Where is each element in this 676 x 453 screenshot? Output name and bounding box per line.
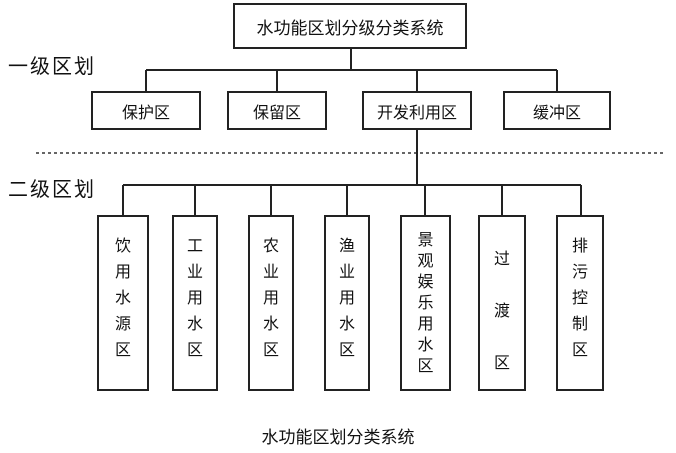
- level2-char: 区: [338, 340, 355, 359]
- level2-char: 观: [417, 251, 434, 270]
- level2-char: 水: [417, 335, 434, 354]
- level2-char: 水: [262, 314, 279, 333]
- level2-char: 源: [114, 314, 131, 333]
- level2-char: 区: [262, 340, 279, 359]
- level2-char: 区: [493, 353, 510, 372]
- level2-char: 排: [571, 236, 588, 255]
- level1-box-protection: 保护区: [91, 91, 201, 130]
- level1-label-buffer: 缓冲区: [532, 102, 581, 122]
- level2-char: 水: [338, 314, 355, 333]
- level2-char: 制: [571, 314, 588, 333]
- level2-char: 景: [417, 230, 434, 249]
- level1-box-reserve: 保留区: [227, 91, 327, 130]
- level2-char: 用: [186, 288, 203, 307]
- level1-box-buffer: 缓冲区: [503, 91, 611, 130]
- level2-char: 区: [114, 340, 131, 359]
- level2-char: 业: [338, 262, 355, 281]
- level1-label-reserve: 保留区: [252, 102, 301, 122]
- level2-char: 用: [417, 314, 434, 333]
- level2-char: 用: [114, 262, 131, 281]
- level2-char: 区: [186, 340, 203, 359]
- level2-box-industrial-water: 工 业 用 水 区: [172, 215, 218, 391]
- level2-char: 工: [186, 236, 203, 255]
- level2-char: 业: [262, 262, 279, 281]
- level2-char: 用: [338, 288, 355, 307]
- level2-char: 水: [186, 314, 203, 333]
- level2-box-sewage-control: 排 污 控 制 区: [556, 215, 604, 391]
- level2-box-transition: 过 渡 区: [478, 215, 526, 391]
- diagram-title-box: 水功能区划分级分类系统: [233, 3, 467, 49]
- diagram-title: 水功能区划分级分类系统: [256, 18, 444, 39]
- level2-char: 控: [571, 288, 588, 307]
- level2-char: 水: [114, 288, 131, 307]
- level2-char: 渔: [338, 236, 355, 255]
- level2-char: 渡: [493, 301, 510, 320]
- level2-box-fishery-water: 渔 业 用 水 区: [324, 215, 370, 391]
- level2-char: 污: [571, 262, 588, 281]
- level2-char: 乐: [417, 293, 434, 312]
- level2-box-agricultural-water: 农 业 用 水 区: [248, 215, 294, 391]
- level2-char: 过: [493, 249, 510, 268]
- level2-box-drinking-water: 饮 用 水 源 区: [97, 215, 149, 391]
- level1-label: 一级区划: [8, 54, 96, 78]
- level2-char: 娱: [417, 272, 434, 291]
- level1-label-protection: 保护区: [121, 102, 170, 122]
- level2-char: 区: [571, 340, 588, 359]
- level2-char: 区: [417, 356, 434, 375]
- level2-char: 饮: [114, 236, 131, 255]
- level2-label: 二级区划: [8, 177, 96, 201]
- figure-caption: 水功能区划分类系统: [261, 428, 415, 448]
- level2-box-landscape-recreation-water: 景 观 娱 乐 用 水 区: [400, 215, 451, 391]
- level2-char: 用: [262, 288, 279, 307]
- level1-label-development: 开发利用区: [376, 102, 457, 122]
- level1-box-development: 开发利用区: [362, 91, 472, 130]
- level2-char: 农: [262, 236, 279, 255]
- level2-char: 业: [186, 262, 203, 281]
